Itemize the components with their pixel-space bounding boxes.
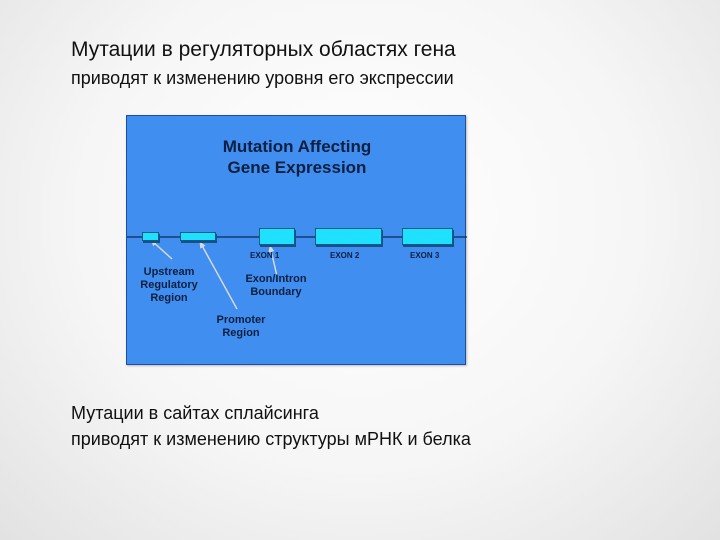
promoter-element: [180, 232, 216, 241]
exon-2-box: [315, 228, 382, 245]
exon-1-box: [259, 228, 295, 245]
gene-expression-diagram: Mutation Affecting Gene Expression EXON …: [126, 115, 467, 365]
upstream-regulatory-region-label: Upstream Regulatory Region: [140, 266, 198, 304]
footer-line-2: приводят к изменению структуры мРНК и бе…: [71, 429, 471, 449]
exon-intron-boundary-label: Exon/Intron Boundary: [245, 273, 307, 298]
exon-3-box: [402, 228, 453, 245]
diagram-title-line-1: Mutation Affecting: [222, 137, 372, 156]
exon-3-label: EXON 3: [410, 251, 440, 260]
promoter-region-label: Promoter Region: [216, 314, 266, 339]
arrow-promoter: [199, 241, 238, 310]
heading-line-2: приводят к изменению уровня его экспресс…: [71, 68, 454, 88]
footer-line-1: Мутации в сайтах сплайсинга: [71, 403, 319, 423]
arrow-boundary: [268, 245, 278, 277]
exon-2-label: EXON 2: [330, 251, 360, 260]
arrow-upstream: [150, 239, 173, 260]
exon-1-label: EXON 1: [250, 251, 280, 260]
heading-line-1: Мутации в регуляторных областях гена: [71, 38, 456, 61]
diagram-title-line-2: Gene Expression: [227, 158, 367, 177]
upstream-regulatory-element: [142, 232, 159, 241]
